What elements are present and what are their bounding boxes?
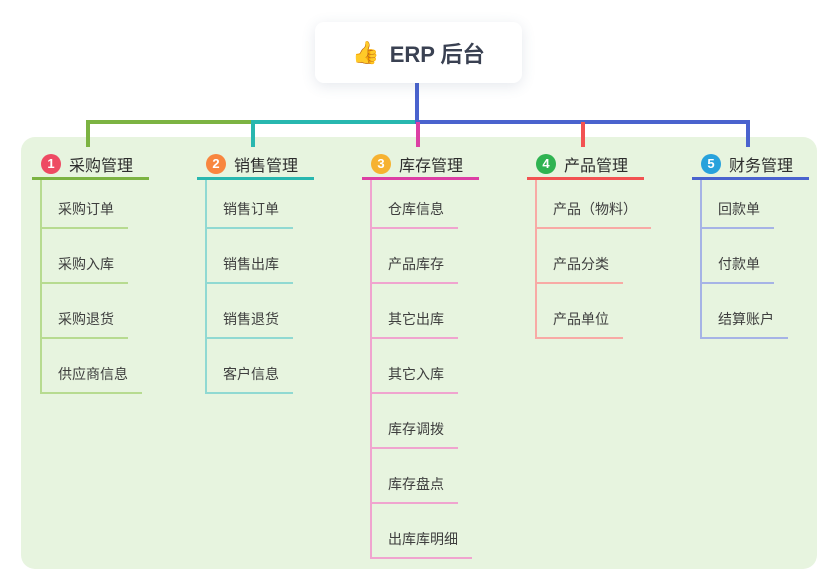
child-node: 供应商信息 [40, 365, 142, 394]
child-node-label: 采购订单 [40, 200, 128, 229]
child-node-label: 回款单 [700, 200, 774, 229]
branch-number-badge: 1 [41, 153, 61, 174]
branch-title: 5 财务管理 [692, 150, 809, 180]
child-node: 销售出库 [205, 255, 293, 284]
branch-title-label: 库存管理 [399, 157, 464, 175]
mindmap-panel [21, 137, 817, 569]
child-node: 产品单位 [535, 310, 623, 339]
child-node-label: 供应商信息 [40, 365, 142, 394]
child-node-label: 付款单 [700, 255, 774, 284]
child-node: 仓库信息 [370, 200, 458, 229]
child-node: 结算账户 [700, 310, 788, 339]
child-node-label: 结算账户 [700, 310, 788, 339]
branch-number-badge: 5 [701, 153, 721, 174]
child-node-label: 客户信息 [205, 365, 293, 394]
child-node-label: 库存调拨 [370, 420, 458, 449]
child-node-label: 其它出库 [370, 310, 458, 339]
child-node-label: 产品单位 [535, 310, 623, 339]
branch-title: 2 销售管理 [197, 150, 314, 180]
child-node: 采购订单 [40, 200, 128, 229]
branch-child-connector-line [700, 180, 702, 339]
child-node: 产品库存 [370, 255, 458, 284]
child-node: 产品（物料） [535, 200, 651, 229]
child-node-label: 产品（物料） [535, 200, 651, 229]
child-node-label: 仓库信息 [370, 200, 458, 229]
child-node: 库存调拨 [370, 420, 458, 449]
child-node: 回款单 [700, 200, 774, 229]
child-node: 库存盘点 [370, 475, 458, 504]
child-node: 客户信息 [205, 365, 293, 394]
child-node-label: 销售出库 [205, 255, 293, 284]
child-node-label: 采购入库 [40, 255, 128, 284]
child-node-label: 采购退货 [40, 310, 128, 339]
branch-child-connector-line [40, 180, 42, 394]
child-node-label: 产品库存 [370, 255, 458, 284]
branch-title-label: 销售管理 [234, 157, 299, 175]
branch-title-label: 产品管理 [564, 157, 629, 175]
root-title: ERP 后台 [389, 41, 485, 67]
branch-title-label: 财务管理 [729, 157, 794, 175]
branch-title-label: 采购管理 [69, 157, 134, 175]
child-node: 出库库明细 [370, 530, 472, 559]
branch-number-badge: 3 [371, 153, 391, 174]
child-node-label: 产品分类 [535, 255, 623, 284]
child-node: 采购退货 [40, 310, 128, 339]
branch-child-connector-line [370, 180, 372, 559]
branch-title: 4 产品管理 [527, 150, 644, 180]
child-node: 其它出库 [370, 310, 458, 339]
branch-child-connector-line [535, 180, 537, 339]
child-node-label: 其它入库 [370, 365, 458, 394]
branch-title: 1 采购管理 [32, 150, 149, 180]
child-node-label: 销售订单 [205, 200, 293, 229]
branch-number-badge: 2 [206, 153, 226, 174]
branch-number-badge: 4 [536, 153, 556, 174]
child-node-label: 库存盘点 [370, 475, 458, 504]
branch-child-connector-line [205, 180, 207, 394]
child-node-label: 销售退货 [205, 310, 293, 339]
root-node: 👍 ERP 后台 [315, 22, 522, 83]
branch-title: 3 库存管理 [362, 150, 479, 180]
child-node-label: 出库库明细 [370, 530, 472, 559]
child-node: 销售退货 [205, 310, 293, 339]
child-node: 销售订单 [205, 200, 293, 229]
child-node: 其它入库 [370, 365, 458, 394]
thumbs-up-icon: 👍 [352, 39, 380, 65]
child-node: 采购入库 [40, 255, 128, 284]
child-node: 产品分类 [535, 255, 623, 284]
child-node: 付款单 [700, 255, 774, 284]
